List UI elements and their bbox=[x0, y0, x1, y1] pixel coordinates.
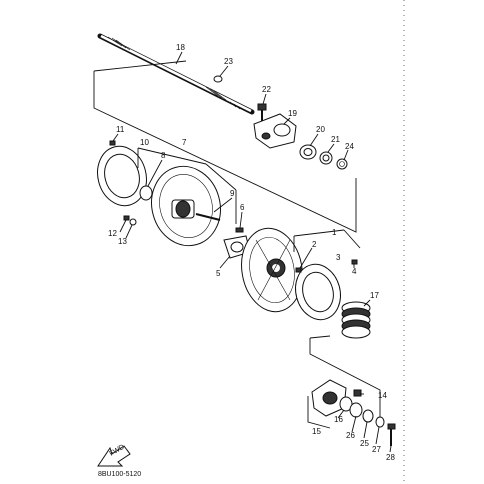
callout-8: 8 bbox=[161, 151, 166, 160]
bolt-22 bbox=[257, 103, 267, 122]
washer-23 bbox=[213, 75, 223, 83]
callout-27: 27 bbox=[372, 445, 381, 454]
fixed-sheave-7 bbox=[151, 165, 221, 247]
spring-17 bbox=[341, 301, 371, 339]
callout-7: 7 bbox=[182, 138, 187, 147]
bolt-28 bbox=[387, 423, 396, 446]
screw-12 bbox=[123, 215, 130, 221]
callout-25: 25 bbox=[360, 439, 369, 448]
frame-15 bbox=[309, 338, 381, 420]
callout-22: 22 bbox=[262, 85, 271, 94]
callout-6: 6 bbox=[240, 203, 245, 212]
callout-18: 18 bbox=[176, 43, 185, 52]
callout-4: 4 bbox=[352, 267, 357, 276]
cover-plate-10 bbox=[97, 145, 147, 207]
callout-11: 11 bbox=[116, 125, 125, 134]
callout-10: 10 bbox=[140, 138, 149, 147]
callout-28: 28 bbox=[386, 453, 395, 462]
callout-9: 9 bbox=[230, 189, 235, 198]
bushing-26 bbox=[349, 402, 363, 418]
bushing-8 bbox=[139, 185, 153, 201]
washer-25 bbox=[362, 409, 374, 423]
callout-14: 14 bbox=[378, 391, 387, 400]
screw-2 bbox=[295, 267, 302, 273]
frame-upper bbox=[93, 71, 357, 233]
nut-14 bbox=[353, 389, 362, 397]
collar-16 bbox=[339, 396, 353, 412]
callout-3: 3 bbox=[336, 253, 341, 262]
screw-4 bbox=[351, 259, 358, 265]
drive-shaft bbox=[97, 33, 255, 115]
catalog-code: 8BU100-5120 bbox=[98, 471, 141, 478]
leader-lines bbox=[112, 51, 392, 453]
callout-19: 19 bbox=[288, 109, 297, 118]
screw-11 bbox=[109, 140, 116, 146]
pin-6 bbox=[235, 227, 244, 233]
cover-plate-3 bbox=[295, 263, 341, 321]
callout-5: 5 bbox=[216, 269, 221, 278]
callout-13: 13 bbox=[118, 237, 127, 246]
callout-24: 24 bbox=[345, 142, 354, 151]
callout-15: 15 bbox=[312, 427, 321, 436]
callout-17: 17 bbox=[370, 291, 379, 300]
washer-27 bbox=[375, 416, 385, 428]
fwd-arrow: FWD bbox=[97, 444, 131, 467]
callout-23: 23 bbox=[224, 57, 233, 66]
callout-1: 1 bbox=[332, 228, 337, 237]
callout-20: 20 bbox=[316, 125, 325, 134]
callout-2: 2 bbox=[312, 240, 317, 249]
callout-21: 21 bbox=[331, 135, 340, 144]
washer-13 bbox=[129, 218, 137, 226]
callout-12: 12 bbox=[108, 229, 117, 238]
callout-26: 26 bbox=[346, 431, 355, 440]
movable-sheave-1 bbox=[241, 227, 303, 313]
bracket-19 bbox=[253, 113, 297, 149]
callout-labels: 18 23 22 19 20 21 24 11 10 7 8 9 6 12 13… bbox=[108, 43, 395, 462]
callout-16: 16 bbox=[334, 415, 343, 424]
frame-1 bbox=[293, 229, 345, 237]
bracket-15 bbox=[311, 379, 347, 417]
